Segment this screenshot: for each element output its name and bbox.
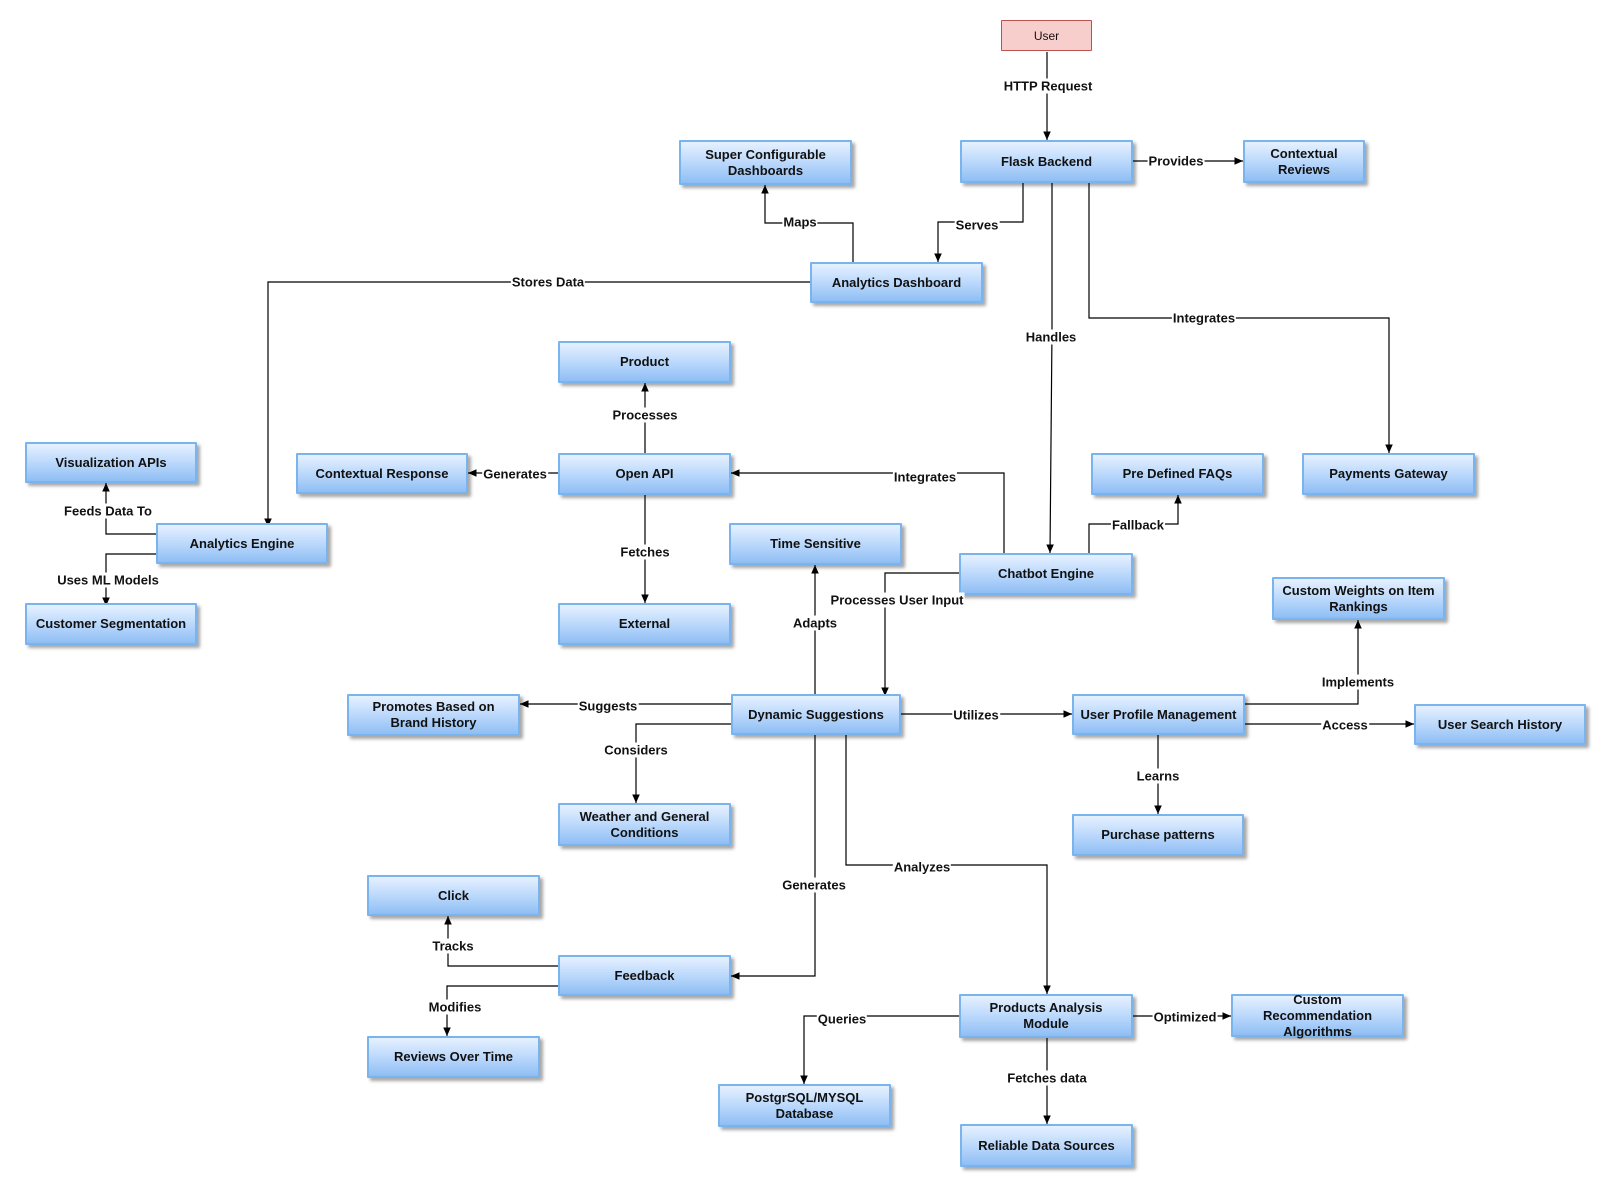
edge-label-integrates-payments: Integrates	[1171, 310, 1237, 326]
node-user-search-history[interactable]: User Search History	[1414, 704, 1586, 745]
edge-label-serves: Serves	[954, 217, 1000, 233]
node-chatbot-engine[interactable]: Chatbot Engine	[959, 553, 1133, 595]
edge-label-analyzes: Analyzes	[892, 859, 952, 875]
edge-label-fetches-data: Fetches data	[1006, 1070, 1088, 1086]
node-pre-defined-faqs[interactable]: Pre Defined FAQs	[1091, 453, 1264, 495]
edge-label-adapts: Adapts	[791, 615, 839, 631]
node-promotes-brand-history[interactable]: Promotes Based on Brand History	[347, 694, 520, 736]
edge-chatbot-dynamic-suggestions	[881, 572, 959, 696]
edge-label-generates-feedback: Generates	[781, 877, 847, 893]
edge-label-integrates-openapi: Integrates	[892, 469, 958, 485]
edge-label-suggests: Suggests	[577, 698, 639, 714]
node-weather-conditions[interactable]: Weather and General Conditions	[558, 803, 731, 846]
edge-label-implements: Implements	[1320, 674, 1396, 690]
edge-label-maps: Maps	[782, 214, 818, 230]
edge-label-fallback: Fallback	[1110, 517, 1166, 533]
edge-label-provides: Provides	[1147, 153, 1205, 169]
edge-label-learns: Learns	[1135, 768, 1181, 784]
node-products-analysis-module[interactable]: Products Analysis Module	[959, 994, 1133, 1038]
node-feedback[interactable]: Feedback	[558, 955, 731, 996]
edge-label-considers: Considers	[603, 742, 669, 758]
edge-label-modifies: Modifies	[427, 999, 483, 1015]
edge-label-access: Access	[1321, 717, 1369, 733]
edge-dynamic-suggestions-weather	[632, 723, 731, 803]
node-super-configurable-dashboards[interactable]: Super Configurable Dashboards	[679, 140, 852, 185]
node-user[interactable]: User	[1001, 20, 1092, 51]
node-customer-segmentation[interactable]: Customer Segmentation	[25, 603, 197, 645]
edge-label-tracks: Tracks	[431, 938, 475, 954]
edge-label-stores-data: Stores Data	[510, 274, 586, 290]
node-product[interactable]: Product	[558, 341, 731, 383]
edge-label-utilizes: Utilizes	[952, 707, 1000, 723]
node-database[interactable]: PostgrSQL/MYSQL Database	[718, 1084, 891, 1127]
node-dynamic-suggestions[interactable]: Dynamic Suggestions	[731, 694, 901, 735]
edge-analytics-dashboard-analytics-engine	[264, 281, 810, 527]
node-click[interactable]: Click	[367, 875, 540, 916]
edge-label-queries: Queries	[816, 1011, 868, 1027]
edge-analytics-engine-segmentation	[102, 553, 156, 606]
edge-label-optimized: Optimized	[1152, 1009, 1218, 1025]
edge-label-processes-user-input: Processes User Input	[829, 592, 965, 608]
edge-analytics-engine-visualization	[102, 483, 156, 535]
node-custom-weights[interactable]: Custom Weights on Item Rankings	[1272, 577, 1445, 620]
node-visualization-apis[interactable]: Visualization APIs	[25, 442, 197, 483]
node-contextual-reviews[interactable]: Contextual Reviews	[1243, 140, 1365, 183]
edge-dynamic-suggestions-feedback	[731, 735, 816, 980]
node-custom-recommendation-algorithms[interactable]: Custom Recommendation Algorithms	[1231, 992, 1404, 1039]
node-time-sensitive[interactable]: Time Sensitive	[729, 523, 902, 565]
edge-label-feeds-data-to: Feeds Data To	[63, 503, 153, 519]
edge-feedback-reviews-over-time	[443, 985, 558, 1036]
edge-label-generates-response: Generates	[482, 466, 548, 482]
edge-label-processes: Processes	[611, 407, 679, 423]
node-reviews-over-time[interactable]: Reviews Over Time	[367, 1036, 540, 1078]
node-open-api[interactable]: Open API	[558, 453, 731, 495]
node-purchase-patterns[interactable]: Purchase patterns	[1072, 814, 1244, 856]
edge-chatbot-open-api	[731, 469, 1005, 553]
node-user-profile-management[interactable]: User Profile Management	[1072, 694, 1245, 735]
edge-products-analysis-database	[800, 1015, 959, 1084]
edge-label-uses-ml-models: Uses ML Models	[56, 572, 160, 588]
edge-user-profile-custom-weights	[1245, 620, 1362, 705]
edge-label-fetches: Fetches	[619, 544, 671, 560]
node-payments-gateway[interactable]: Payments Gateway	[1302, 453, 1475, 495]
node-analytics-engine[interactable]: Analytics Engine	[156, 523, 328, 564]
edge-label-handles: Handles	[1024, 329, 1078, 345]
node-flask-backend[interactable]: Flask Backend	[960, 140, 1133, 183]
edge-flask-chatbot-engine	[1046, 183, 1054, 554]
node-analytics-dashboard[interactable]: Analytics Dashboard	[810, 262, 983, 303]
node-reliable-data-sources[interactable]: Reliable Data Sources	[960, 1124, 1133, 1167]
node-contextual-response[interactable]: Contextual Response	[296, 453, 468, 494]
edge-flask-payments-gateway	[1088, 183, 1393, 453]
edge-label-http-request: HTTP Request	[1002, 78, 1094, 94]
edge-feedback-click	[444, 916, 558, 967]
node-external[interactable]: External	[558, 603, 731, 645]
